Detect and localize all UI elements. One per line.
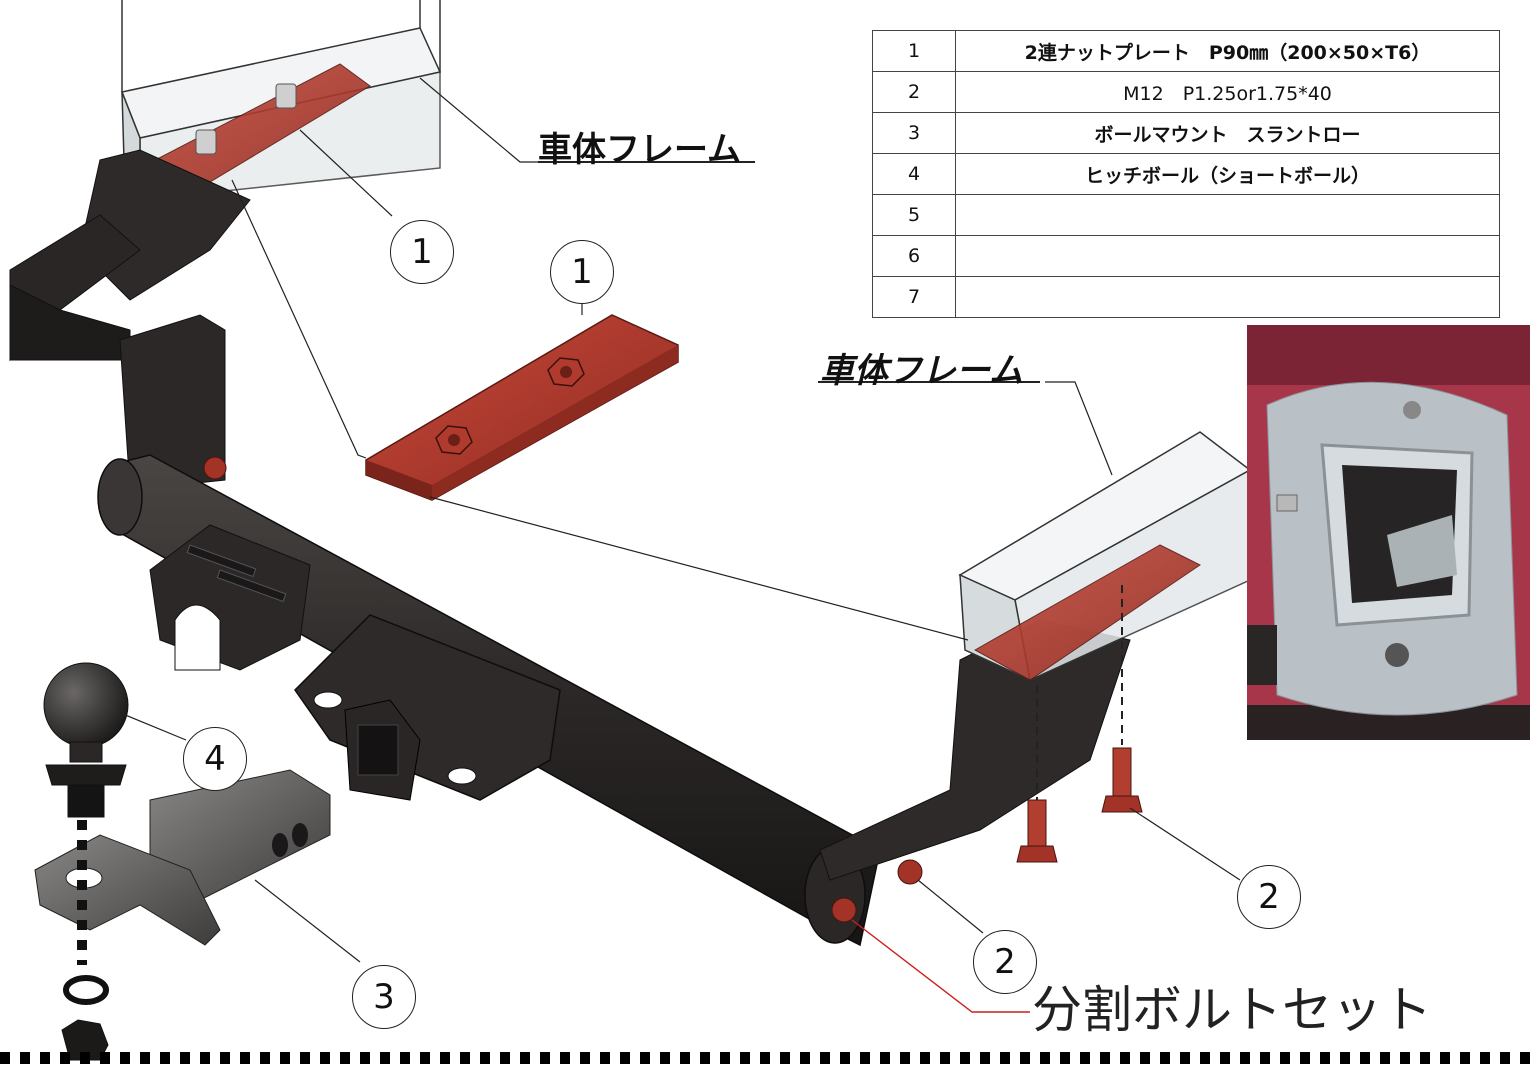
parts-table-row: 7 [872, 276, 1500, 318]
part-number-cell: 1 [872, 30, 956, 72]
bolt-pair-right [1016, 585, 1143, 863]
vehicle-frame-label-top: 車体フレーム [538, 130, 741, 170]
part-number-cell: 2 [872, 71, 956, 113]
callout-2-split-bolt: 2 [973, 930, 1037, 994]
ball-hardware [61, 820, 109, 1061]
split-bolt-leader [851, 919, 1030, 1013]
callout-2-frame-bolt: 2 [1237, 865, 1301, 929]
callout-3-ball-mount: 3 [352, 965, 416, 1029]
part-name-cell: 2連ナットプレート P90㎜（200×50×T6） [955, 30, 1500, 72]
hitch-saddle-bracket [149, 524, 311, 671]
part-name-cell [955, 194, 1500, 236]
callout-4-hitch-ball: 4 [183, 727, 247, 791]
hitch-receiver [294, 614, 561, 801]
part-name-cell: ボールマウント スラントロー [955, 112, 1500, 154]
vehicle-frame-right [958, 431, 1252, 682]
parts-table-row: 5 [872, 194, 1500, 236]
vehicle-frame-label-right: 車体フレーム [820, 351, 1023, 391]
part-number-cell: 6 [872, 235, 956, 277]
callout-1-detached-plate: 1 [550, 240, 614, 304]
part-number-cell: 3 [872, 112, 956, 154]
part-name-cell: M12 P1.25or1.75*40 [955, 71, 1500, 113]
nut-plate-detached [365, 314, 679, 501]
part-name-cell: ヒッチボール（ショートボール） [955, 153, 1500, 195]
callout-1-frame-plate: 1 [390, 220, 454, 284]
part-name-cell [955, 276, 1500, 318]
part-number-cell: 4 [872, 153, 956, 195]
hitch-left-bracket [9, 149, 251, 491]
part-name-cell [955, 235, 1500, 277]
part-number-cell: 7 [872, 276, 956, 318]
parts-table-row: 6 [872, 235, 1500, 277]
hitch-ball [43, 662, 129, 818]
frame-photo-inset [1247, 325, 1530, 740]
part-number-cell: 5 [872, 194, 956, 236]
split-bolt-set-label: 分割ボルトセット [1032, 981, 1432, 1039]
ball-mount [34, 769, 331, 946]
